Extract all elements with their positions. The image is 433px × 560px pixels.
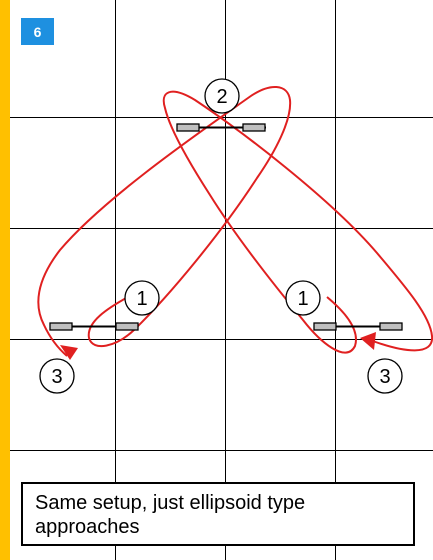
label-right-one: 1 — [285, 280, 321, 316]
label-left-three-text: 3 — [51, 366, 62, 388]
label-left-one-text: 1 — [136, 288, 147, 310]
beam-top-block-right — [242, 123, 266, 132]
beam-right — [313, 322, 403, 331]
label-right-one-text: 1 — [297, 288, 308, 310]
label-top-text: 2 — [216, 86, 227, 108]
beam-left — [49, 322, 139, 331]
approach-path-left — [37, 86, 292, 357]
label-left-three-circle — [39, 358, 75, 394]
label-right-three-text: 3 — [379, 366, 390, 388]
label-left-three: 3 — [39, 358, 75, 394]
arrowhead-right — [360, 332, 376, 350]
arrowhead-left — [60, 345, 78, 360]
beam-top — [176, 123, 266, 132]
slide-number-badge: 6 — [20, 17, 55, 46]
label-top: 2 — [204, 78, 240, 114]
label-left-one: 1 — [124, 280, 160, 316]
beam-right-block-right — [379, 322, 403, 331]
label-right-three-circle — [367, 358, 403, 394]
label-left-one-circle — [124, 280, 160, 316]
beam-right-block-left — [313, 322, 337, 331]
label-top-circle — [204, 78, 240, 114]
label-right-one-circle — [285, 280, 321, 316]
beam-left-block-left — [49, 322, 73, 331]
approach-paths — [37, 86, 433, 357]
beam-top-block-left — [176, 123, 200, 132]
label-right-three: 3 — [367, 358, 403, 394]
approach-path-right — [162, 90, 433, 354]
beam-left-block-right — [115, 322, 139, 331]
caption-box: Same setup, just ellipsoid type approach… — [21, 482, 415, 546]
